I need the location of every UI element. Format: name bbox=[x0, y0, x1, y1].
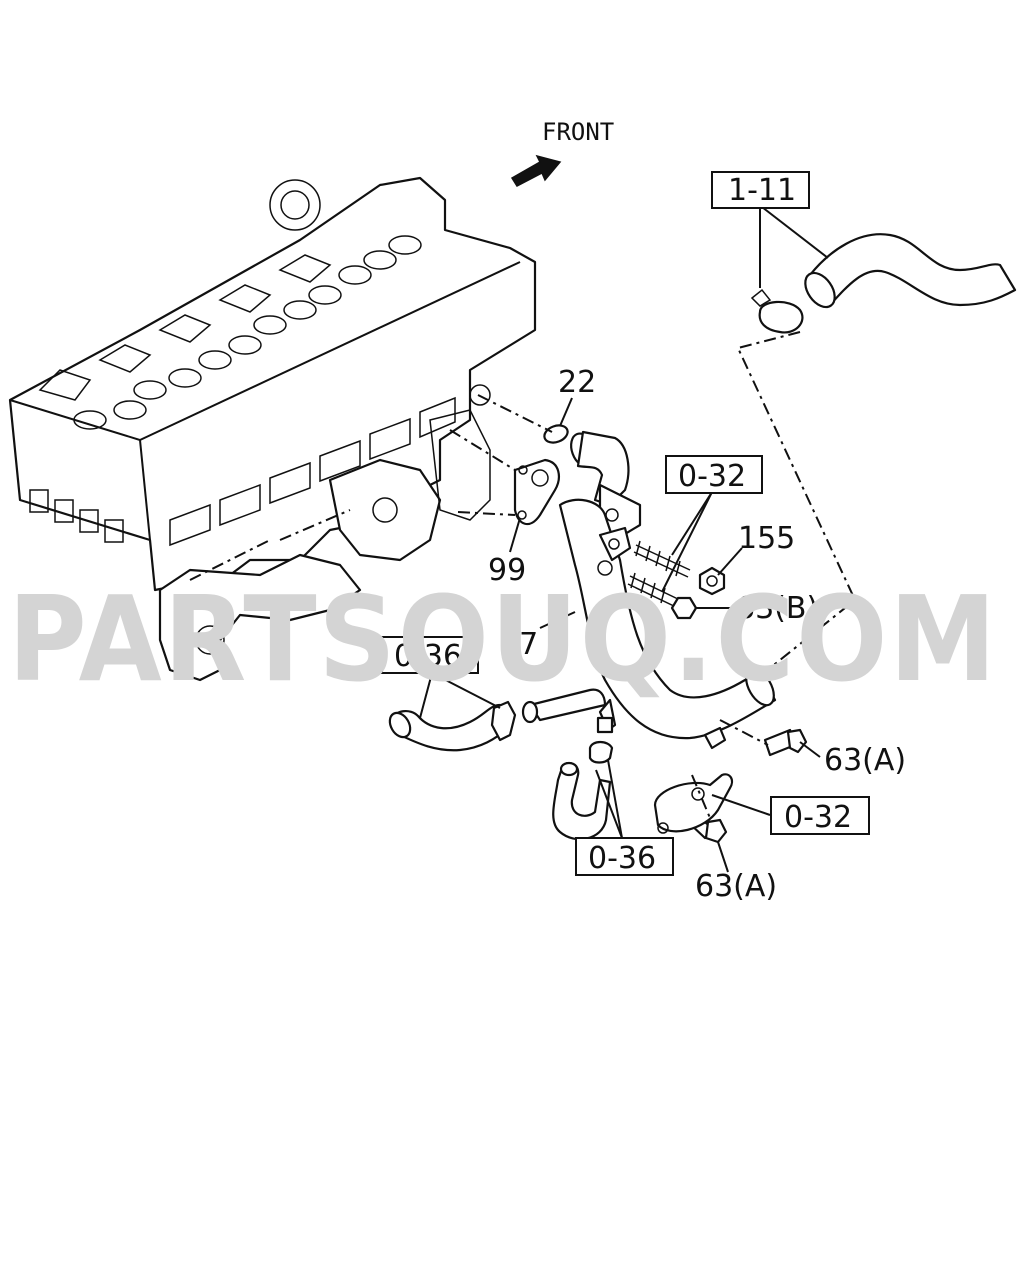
ref-box-0-36-bottom[interactable]: 0-36 bbox=[575, 837, 674, 876]
ref-box-0-32-bottom[interactable]: 0-32 bbox=[770, 796, 870, 835]
part-63a-right-label[interactable]: 63(A) bbox=[824, 743, 906, 778]
watermark-text: PARTSOUQ.COM bbox=[8, 570, 998, 708]
ref-0-36-left-label: 0-36 bbox=[394, 639, 462, 674]
part-22-label[interactable]: 22 bbox=[558, 365, 596, 400]
part-99-label[interactable]: 99 bbox=[488, 553, 526, 588]
o-ring-illustration bbox=[543, 424, 569, 444]
part-155-label[interactable]: 155 bbox=[738, 521, 795, 556]
part-97-label[interactable]: 97 bbox=[500, 627, 538, 662]
bypass-hose-left-illustration bbox=[388, 700, 517, 752]
front-label: FRONT bbox=[542, 118, 614, 146]
ref-box-0-32-top[interactable]: 0-32 bbox=[665, 455, 763, 494]
cylinder-head-illustration bbox=[8, 176, 537, 682]
upper-hose-illustration bbox=[750, 233, 1017, 334]
ref-0-32-bottom-label: 0-32 bbox=[784, 800, 852, 835]
bolt-63b-illustration bbox=[627, 572, 698, 620]
bolt-63a-right-illustration bbox=[763, 728, 808, 757]
ref-0-32-top-label: 0-32 bbox=[678, 459, 746, 494]
ref-0-36-bottom-label: 0-36 bbox=[588, 841, 656, 876]
bracket-illustration bbox=[653, 773, 734, 834]
bypass-hose-bottom-illustration bbox=[552, 740, 614, 841]
ref-box-1-11[interactable]: 1-11 bbox=[711, 171, 810, 209]
part-63b-label[interactable]: 63(B) bbox=[736, 591, 818, 626]
bolt-155-illustration bbox=[633, 540, 691, 578]
ref-1-11-label: 1-11 bbox=[728, 173, 796, 208]
leader-lines bbox=[419, 206, 857, 873]
front-arrow-icon bbox=[510, 154, 562, 187]
front-direction-indicator: FRONT bbox=[510, 118, 614, 187]
part-63a-bottom-label[interactable]: 63(A) bbox=[695, 869, 777, 904]
ref-box-0-36-left[interactable]: 0-36 bbox=[381, 636, 479, 674]
gasket-illustration bbox=[513, 458, 560, 526]
water-pipe-illustration bbox=[521, 498, 777, 750]
